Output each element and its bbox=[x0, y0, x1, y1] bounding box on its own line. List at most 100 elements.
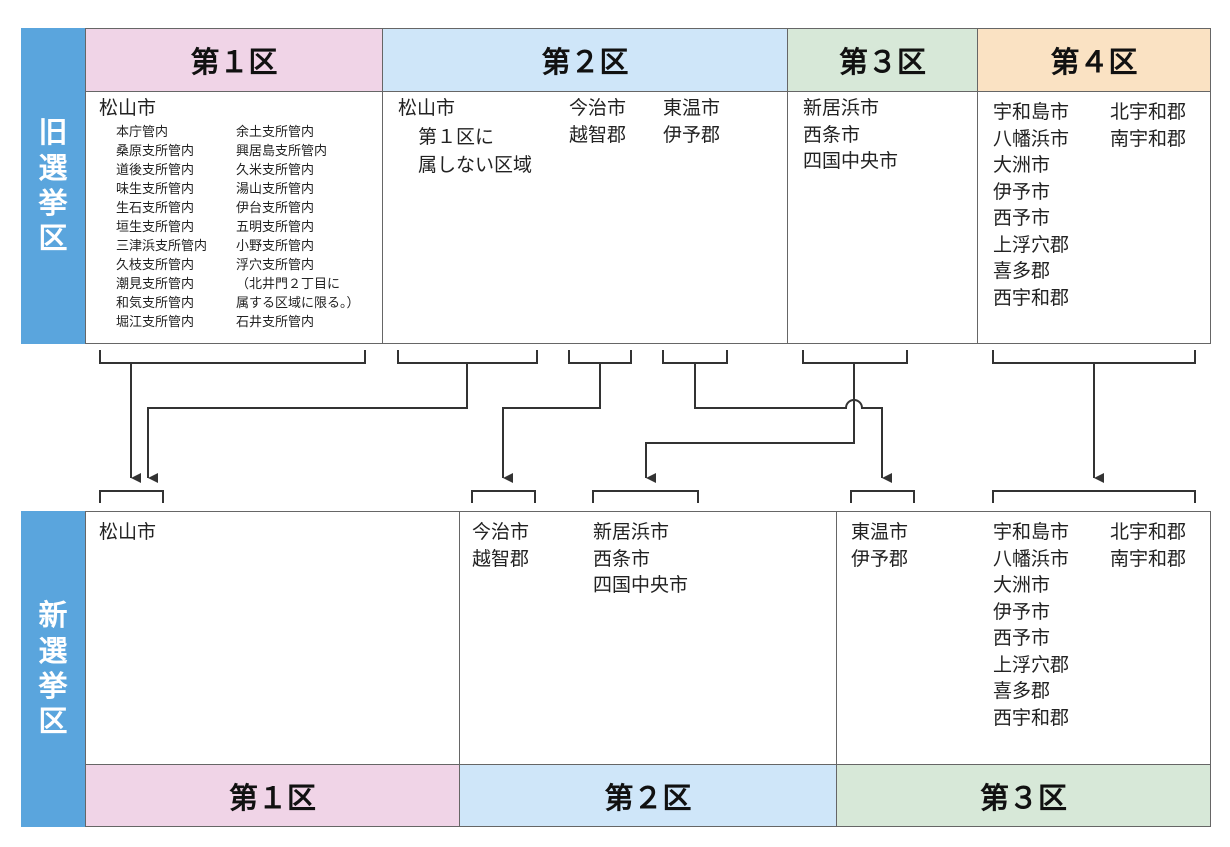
list-item: 五明支所管内 bbox=[236, 220, 315, 235]
list-item: 本庁管内 bbox=[116, 125, 169, 140]
list-item: （北井門２丁目に bbox=[236, 277, 341, 292]
list-item: 余土支所管内 bbox=[236, 125, 315, 140]
list-item: 伊台支所管内 bbox=[236, 201, 315, 216]
bracket-new-niihama bbox=[592, 490, 699, 503]
list-item: 伊予市 bbox=[993, 180, 1051, 203]
list-item: 西宇和郡 bbox=[993, 706, 1070, 729]
list-item: 潮見支所管内 bbox=[116, 277, 195, 292]
new-d3-list-a: 東温市 伊予郡 bbox=[851, 519, 908, 572]
old-d4-left-list: 宇和島市 八幡浜市 大洲市 伊予市 西予市 上浮穴郡 喜多郡 西宇和郡 bbox=[993, 99, 1069, 311]
list-item: 上浮穴郡 bbox=[993, 653, 1070, 676]
list-item: 八幡浜市 bbox=[993, 547, 1070, 570]
old-d3-list: 新居浜市 西条市 四国中央市 bbox=[803, 95, 898, 175]
new-d3-left-list: 宇和島市 八幡浜市 大洲市 伊予市 西予市 上浮穴郡 喜多郡 西宇和郡 bbox=[993, 519, 1069, 731]
new-d2-list-b: 新居浜市 西条市 四国中央市 bbox=[593, 519, 688, 599]
list-item: 桑原支所管内 bbox=[116, 144, 195, 159]
list-item: 北宇和郡 bbox=[1110, 521, 1187, 543]
list-item: 西予市 bbox=[993, 207, 1051, 229]
old-d1-right-list: 余土支所管内 興居島支所管内 久米支所管内 湯山支所管内 伊台支所管内 五明支所… bbox=[236, 123, 360, 332]
list-item: 南宇和郡 bbox=[1110, 547, 1187, 570]
new-district-2-cell bbox=[459, 511, 837, 765]
list-item: 東温市 bbox=[663, 97, 721, 119]
list-item: 新居浜市 bbox=[593, 521, 670, 543]
list-item: 興居島支所管内 bbox=[236, 144, 328, 159]
list-item: 新居浜市 bbox=[803, 97, 880, 119]
list-item: 石井支所管内 bbox=[236, 315, 315, 330]
list-item: 西条市 bbox=[803, 123, 861, 146]
old-d2-list-c: 東温市 伊予郡 bbox=[663, 95, 720, 148]
bracket-old-toon bbox=[662, 350, 728, 364]
list-item: 西条市 bbox=[593, 547, 651, 570]
list-item: 伊予郡 bbox=[851, 547, 909, 570]
new-label-char: 選 bbox=[38, 633, 68, 668]
new-district-1-footer: 第１区 bbox=[85, 764, 460, 827]
list-item: 越智郡 bbox=[569, 123, 627, 146]
new-d2-list-a: 今治市 越智郡 bbox=[472, 519, 529, 572]
list-item: 西予市 bbox=[993, 627, 1051, 649]
list-item: 西宇和郡 bbox=[993, 286, 1070, 309]
old-district-4-cell bbox=[977, 91, 1211, 344]
list-item: 湯山支所管内 bbox=[236, 182, 315, 197]
list-item: 大洲市 bbox=[993, 154, 1051, 176]
arrow-matsuyama-to-new-d1 bbox=[147, 363, 468, 483]
bracket-new-toon bbox=[850, 490, 915, 503]
bracket-new-d4 bbox=[992, 490, 1196, 503]
list-item: 上浮穴郡 bbox=[993, 233, 1070, 256]
list-item: 生石支所管内 bbox=[116, 201, 195, 216]
list-item: 浮穴支所管内 bbox=[236, 258, 315, 273]
new-districts-label: 新 選 挙 区 bbox=[21, 511, 85, 827]
list-item: 久枝支所管内 bbox=[116, 258, 195, 273]
list-item: 堀江支所管内 bbox=[116, 315, 195, 330]
list-item: 和気支所管内 bbox=[116, 296, 195, 311]
list-item: 八幡浜市 bbox=[993, 127, 1070, 150]
list-item: 越智郡 bbox=[472, 547, 530, 570]
list-item: 南宇和郡 bbox=[1110, 127, 1187, 150]
old-label-char: 旧 bbox=[38, 115, 68, 150]
list-item: 久米支所管内 bbox=[236, 163, 315, 178]
bracket-new-d1 bbox=[99, 490, 164, 503]
list-item: 伊予郡 bbox=[663, 123, 721, 146]
new-label-char: 区 bbox=[38, 704, 68, 739]
new-label-char: 新 bbox=[38, 598, 68, 633]
list-item: 四国中央市 bbox=[803, 150, 899, 172]
old-d2-matsuyama: 松山市 bbox=[398, 97, 456, 119]
new-label-char: 挙 bbox=[38, 669, 68, 703]
list-item: 属する区域に限る。） bbox=[236, 296, 360, 311]
old-district-1-header: 第１区 bbox=[85, 28, 383, 92]
list-item: 喜多郡 bbox=[993, 260, 1051, 282]
old-d1-left-list: 本庁管内 桑原支所管内 道後支所管内 味生支所管内 生石支所管内 垣生支所管内 … bbox=[116, 123, 207, 332]
old-d4-right-list: 北宇和郡 南宇和郡 bbox=[1110, 99, 1186, 152]
old-label-char: 区 bbox=[38, 221, 68, 256]
list-item: 道後支所管内 bbox=[116, 163, 195, 178]
list-item: 宇和島市 bbox=[993, 521, 1070, 543]
new-district-2-footer: 第２区 bbox=[459, 764, 837, 827]
old-d2-matsuyama-note: 属しない区域 bbox=[418, 154, 533, 176]
bracket-old-imabari bbox=[568, 350, 632, 364]
list-item: 今治市 bbox=[569, 97, 627, 119]
old-label-char: 挙 bbox=[38, 186, 68, 220]
new-d3-right-list: 北宇和郡 南宇和郡 bbox=[1110, 519, 1186, 572]
new-district-1-cell bbox=[85, 511, 460, 765]
old-label-char: 選 bbox=[38, 150, 68, 185]
new-district-3-footer: 第３区 bbox=[836, 764, 1211, 827]
list-item: 大洲市 bbox=[993, 574, 1051, 596]
old-d2-matsuyama-note: 第１区に bbox=[418, 126, 495, 148]
list-item: 喜多郡 bbox=[993, 680, 1051, 702]
bracket-old-d1 bbox=[99, 350, 366, 364]
list-item: 伊予市 bbox=[993, 600, 1051, 623]
list-item: 三津浜支所管内 bbox=[116, 239, 208, 254]
list-item: 四国中央市 bbox=[593, 574, 689, 596]
new-d1-city: 松山市 bbox=[99, 521, 157, 543]
list-item: 今治市 bbox=[472, 521, 530, 543]
list-item: 味生支所管内 bbox=[116, 182, 195, 197]
list-item: 北宇和郡 bbox=[1110, 101, 1187, 123]
list-item: 垣生支所管内 bbox=[116, 220, 195, 235]
old-district-3-cell bbox=[787, 91, 978, 344]
bracket-old-d4 bbox=[992, 350, 1196, 364]
old-district-2-cell bbox=[382, 91, 788, 344]
old-districts-label: 旧 選 挙 区 bbox=[21, 28, 85, 344]
arrow-imabari-to-new-d2 bbox=[502, 363, 601, 483]
list-item: 東温市 bbox=[851, 521, 909, 543]
list-item: 宇和島市 bbox=[993, 101, 1070, 123]
